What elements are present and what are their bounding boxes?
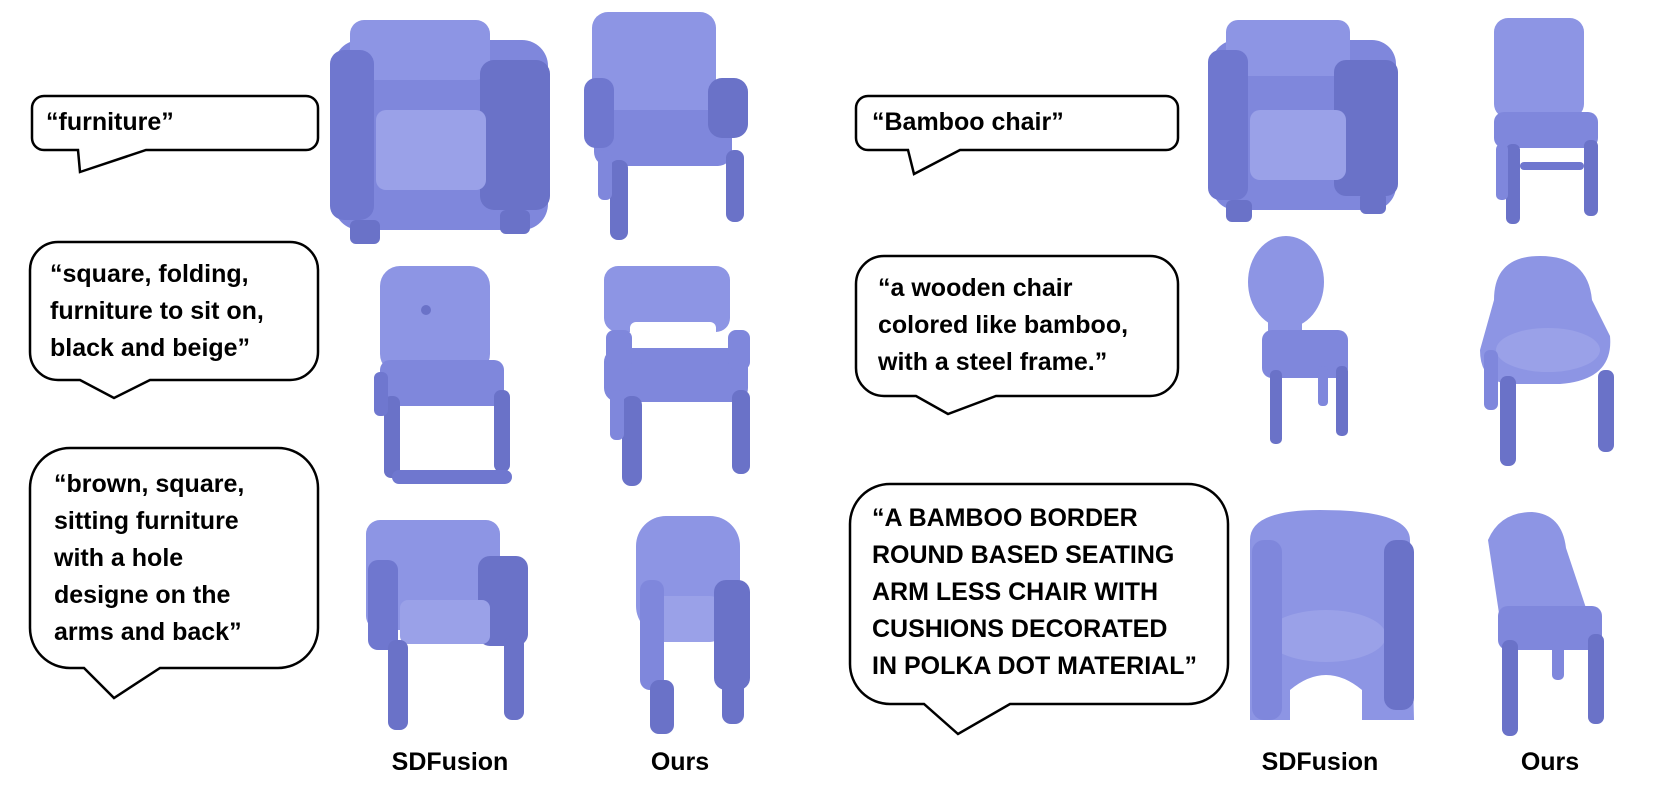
chair-render-right-sdfusion-2 <box>1248 236 1348 444</box>
right-column-label-ours: Ours <box>1520 748 1580 776</box>
right-bubble-2 <box>854 254 1180 416</box>
left-bubble-2 <box>28 240 320 400</box>
right-prompt-2: “a wooden chair colored like bamboo, wit… <box>878 274 1129 376</box>
right-bubble-1 <box>854 94 1180 176</box>
chair-render-right-sdfusion-3 <box>1250 510 1414 720</box>
chair-render-left-sdfusion-1 <box>330 20 550 244</box>
left-prompt-3: “brown, square, sitting furniture with a… <box>54 470 245 646</box>
right-prompt-1: “Bamboo chair” <box>872 108 1064 136</box>
left-column-label-ours: Ours <box>650 748 710 776</box>
chair-render-left-sdfusion-2 <box>374 266 512 484</box>
chair-render-right-ours-3 <box>1488 512 1604 736</box>
left-bubble-3 <box>28 446 320 700</box>
left-bubble-1 <box>30 94 320 174</box>
right-prompt-3: “A BAMBOO BORDER ROUND BASED SEATING ARM… <box>872 504 1197 680</box>
chair-render-left-ours-2 <box>604 266 750 486</box>
chair-render-right-sdfusion-1 <box>1208 20 1398 222</box>
left-prompt-2: “square, folding, furniture to sit on, b… <box>50 260 264 362</box>
left-column-label-sdfusion: SDFusion <box>391 748 509 776</box>
left-prompt-1: “furniture” <box>46 108 174 136</box>
chair-render-right-ours-2 <box>1480 256 1614 466</box>
chair-render-right-ours-1 <box>1494 18 1598 224</box>
chair-render-left-sdfusion-3 <box>366 520 528 730</box>
right-bubble-3 <box>848 482 1230 736</box>
right-column-label-sdfusion: SDFusion <box>1261 748 1379 776</box>
chair-render-left-ours-3 <box>636 516 750 734</box>
chair-render-left-ours-1 <box>584 12 748 240</box>
